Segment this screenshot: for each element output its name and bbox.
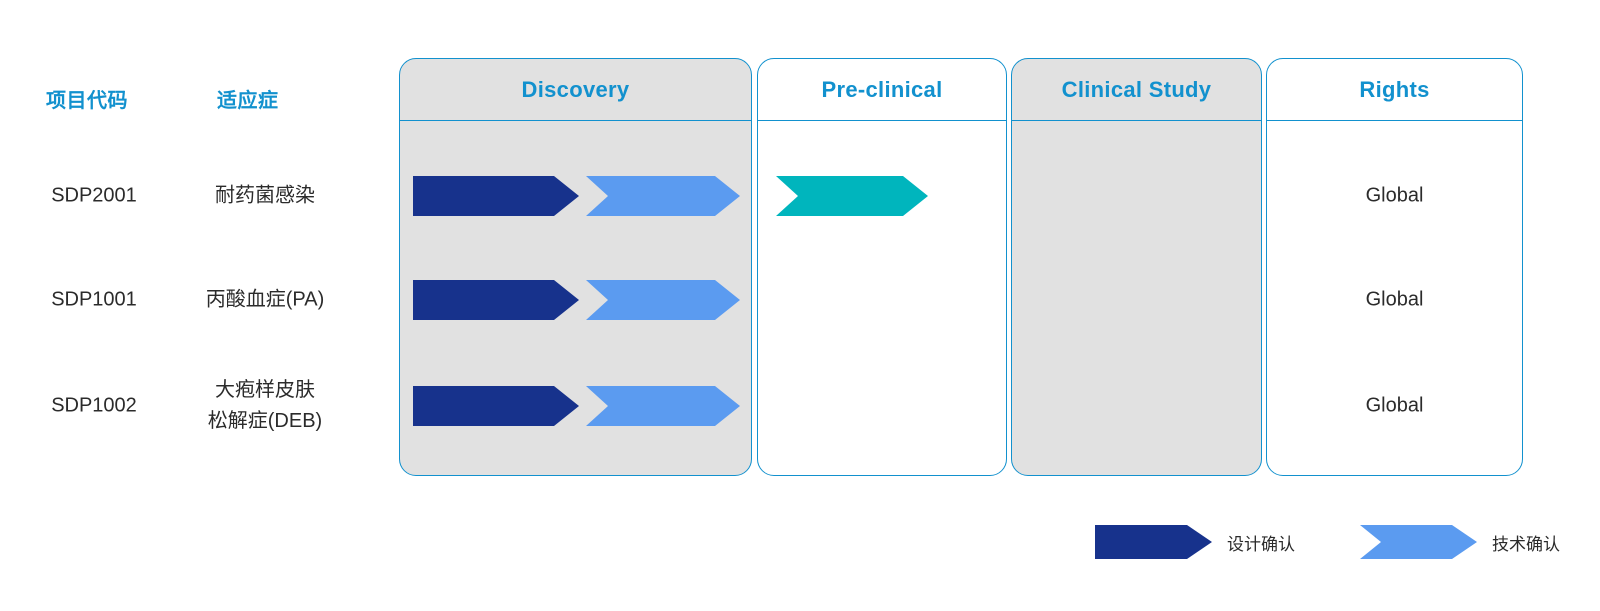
legend-item-technical-confirmation: 技术确认 — [1360, 522, 1560, 562]
progress-arrow-technical-confirmation — [586, 386, 740, 426]
column-header-indication: 适应症 — [217, 90, 279, 112]
legend-label-technical-confirmation: 技术确认 — [1492, 534, 1560, 554]
legend-item-design-confirmation: 设计确认 — [1095, 522, 1295, 562]
row-indication-line: 丙酸血症(PA) — [205, 288, 325, 311]
row-indication-line: 松解症(DEB) — [207, 410, 323, 432]
legend: 设计确认 技术确认 — [1095, 522, 1560, 566]
panel-header-discovery: Discovery — [400, 59, 751, 121]
panel-clinical-study: Clinical Study — [1011, 58, 1262, 476]
row-indication: 大疱样皮肤松解症(DEB) — [150, 375, 380, 437]
row-project-code: SDP2001 — [51, 184, 137, 207]
legend-label-design-confirmation: 设计确认 — [1227, 534, 1295, 554]
panel-header-rights: Rights — [1267, 59, 1522, 121]
panel-header-clinical-study: Clinical Study — [1012, 59, 1261, 121]
panel-title-discovery: Discovery — [521, 76, 630, 102]
progress-arrow-technical-confirmation — [586, 176, 740, 216]
row-rights-value: Global — [1365, 288, 1424, 311]
panel-rights: Rights — [1266, 58, 1523, 476]
progress-arrow-technical-confirmation — [586, 280, 740, 320]
panel-title-preclinical: Pre-clinical — [821, 76, 943, 102]
row-indication-line: 大疱样皮肤 — [215, 379, 315, 401]
progress-arrow-design-confirmation — [413, 176, 579, 216]
row-indication: 丙酸血症(PA) — [150, 285, 380, 316]
row-indication-line: 耐药菌感染 — [215, 184, 315, 207]
row-rights-value: Global — [1365, 184, 1424, 207]
row-project-code: SDP1002 — [51, 394, 137, 417]
legend-swatch-design-confirmation — [1095, 525, 1212, 559]
left-column-headers: 项目代码 适应症 — [0, 84, 400, 120]
panel-title-rights: Rights — [1359, 76, 1430, 102]
progress-arrow-progress — [776, 176, 928, 216]
panel-header-preclinical: Pre-clinical — [758, 59, 1006, 121]
panel-title-clinical-study: Clinical Study — [1061, 76, 1212, 102]
row-indication: 耐药菌感染 — [150, 181, 380, 212]
panel-preclinical: Pre-clinical — [757, 58, 1007, 476]
row-rights-value: Global — [1365, 394, 1424, 417]
column-header-project-code: 项目代码 — [46, 90, 128, 112]
progress-arrow-design-confirmation — [413, 280, 579, 320]
row-project-code: SDP1001 — [51, 288, 137, 311]
progress-arrow-design-confirmation — [413, 386, 579, 426]
legend-swatch-technical-confirmation — [1360, 525, 1477, 559]
